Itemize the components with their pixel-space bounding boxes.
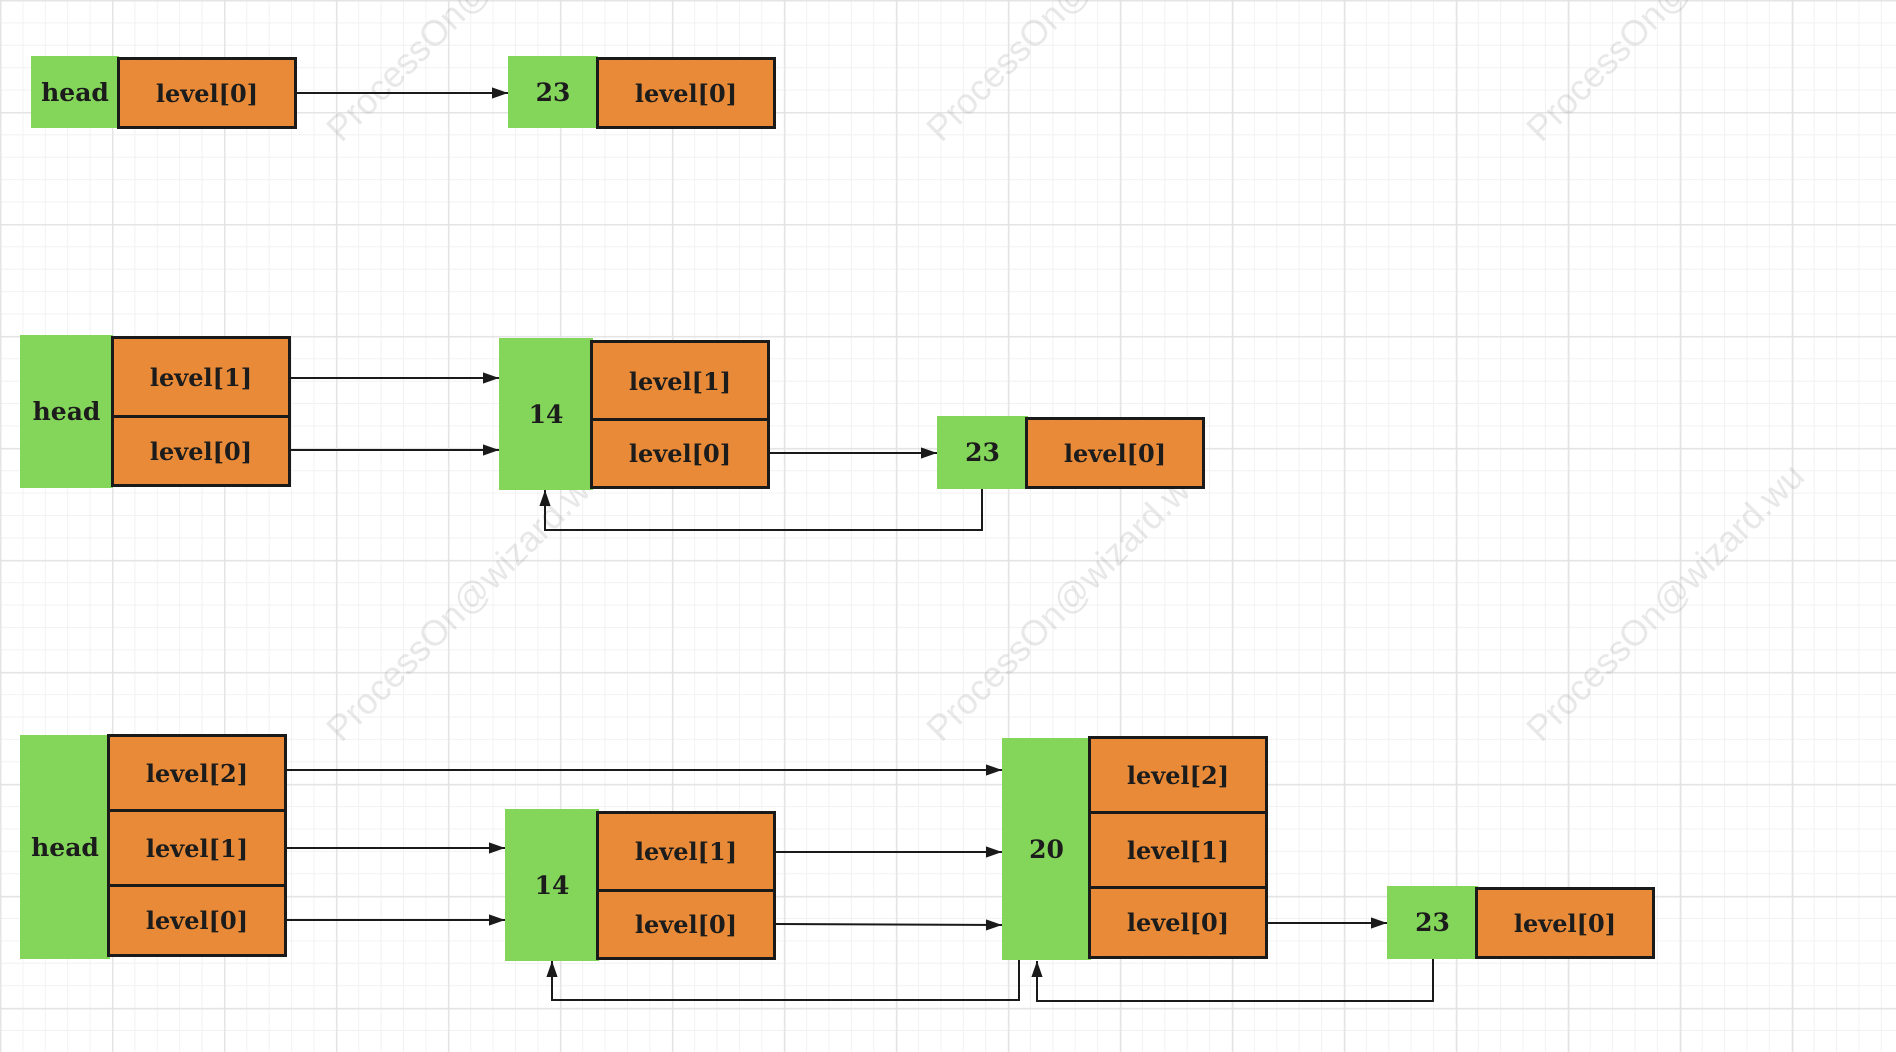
backward-pointer-arrow	[1031, 959, 1434, 1002]
skiplist-node-23: 23	[937, 416, 1028, 489]
skiplist-node-14: 14	[499, 338, 593, 490]
level-pointer-box: level[2]	[107, 734, 287, 812]
level-pointer-box: level[0]	[590, 418, 770, 489]
skiplist-head-node: head	[20, 335, 113, 488]
level-pointer-box: level[0]	[596, 889, 776, 960]
level-pointer-box: level[0]	[111, 415, 291, 487]
forward-pointer-arrow	[775, 919, 1003, 931]
level-pointer-box: level[0]	[117, 57, 297, 129]
skiplist-node-23: 23	[1387, 886, 1478, 959]
skiplist-head-node: head	[20, 735, 110, 959]
level-pointer-box: level[2]	[1088, 736, 1268, 814]
skiplist-node-14: 14	[505, 809, 599, 961]
level-pointer-box: level[0]	[1475, 887, 1655, 959]
backward-pointer-arrow	[546, 960, 1020, 1001]
level-pointer-box: level[0]	[1025, 417, 1205, 489]
skiplist-node-23: 23	[508, 56, 598, 128]
level-pointer-box: level[1]	[107, 809, 287, 887]
level-pointer-box: level[0]	[1088, 886, 1268, 959]
skiplist-node-20: 20	[1002, 738, 1091, 960]
level-pointer-box: level[0]	[107, 884, 287, 957]
skiplist-head-node: head	[31, 56, 119, 128]
backward-pointer-arrow	[539, 489, 983, 531]
level-pointer-box: level[1]	[590, 340, 770, 422]
level-pointer-box: level[0]	[596, 57, 776, 129]
